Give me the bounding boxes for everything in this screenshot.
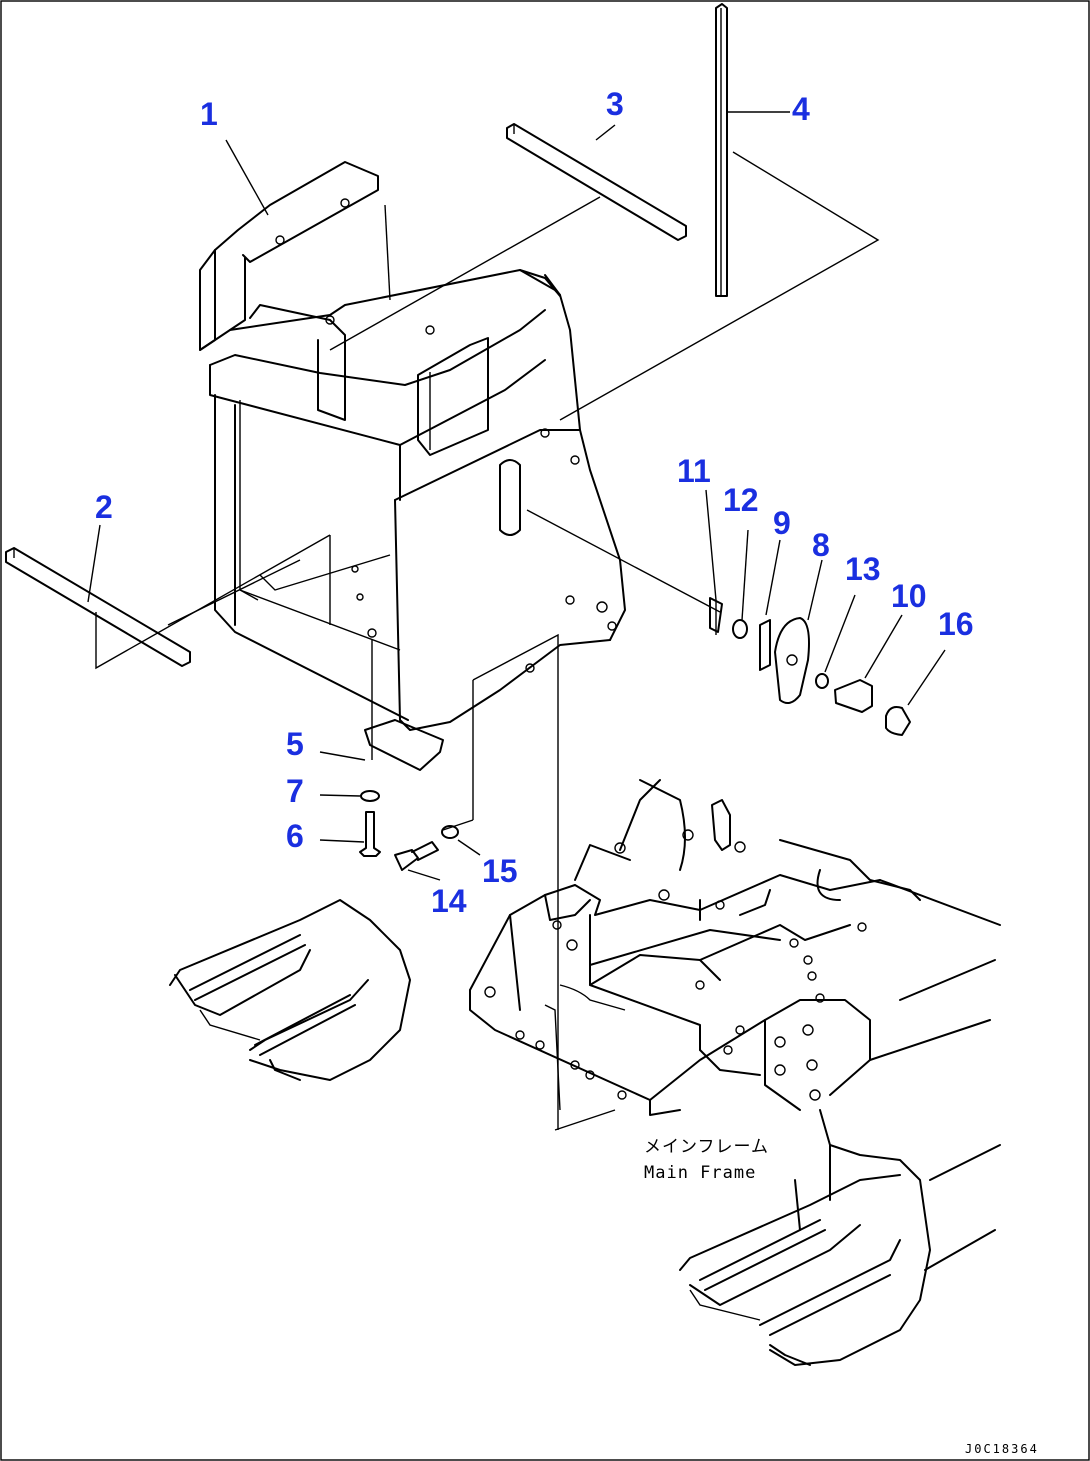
main-frame-label-en: Main Frame [644,1163,756,1183]
main-frame [169,779,1001,1366]
callout-8: 8 [812,527,830,563]
part-2-seal-strip [5,524,331,670]
callout-1: 1 [200,96,218,132]
callout-13: 13 [845,551,881,587]
callout-4: 4 [792,91,810,127]
callout-15: 15 [482,853,518,889]
callout-7: 7 [286,773,304,809]
part-4-vertical-strip [559,3,880,421]
callout-9: 9 [773,505,791,541]
callout-labels: 1 2 3 4 5 6 7 8 9 10 11 12 13 14 15 16 [95,86,974,919]
callout-10: 10 [891,578,927,614]
callout-16: 16 [938,606,974,642]
callout-11: 11 [677,453,711,489]
drawing-code: J0C18364 [965,1442,1039,1456]
callout-3: 3 [606,86,624,122]
part-1-cover [199,139,721,1130]
callout-14: 14 [431,883,467,919]
callout-12: 12 [723,482,759,518]
callout-6: 6 [286,818,304,854]
callout-5: 5 [286,726,304,762]
parts-5-6-7-fasteners [319,640,444,857]
parts-8-to-16-cluster [705,489,946,736]
part-3-seal-strip [329,123,687,351]
callout-2: 2 [95,489,113,525]
main-frame-label-jp: メインフレーム [644,1137,769,1157]
parts-14-15-bolt-washer [394,819,481,881]
